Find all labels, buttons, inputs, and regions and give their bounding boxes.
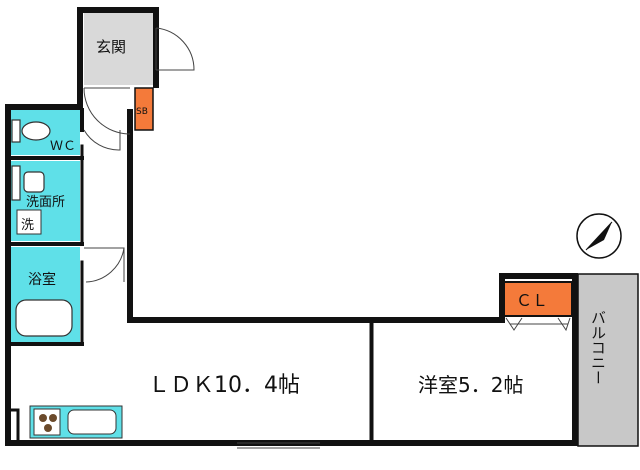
balcony-floor	[577, 273, 639, 447]
washer-label: 洗	[21, 218, 34, 233]
shoe-box-label: SB	[136, 107, 148, 117]
bath-label: 浴室	[28, 271, 56, 288]
ldk-label: ＬＤＫ10．4帖	[148, 373, 300, 398]
sink-icon	[67, 409, 117, 435]
toilet-label: ＷＣ	[50, 139, 76, 154]
washroom-label: 洗面所	[26, 195, 65, 210]
balcony-label: バルコニー	[589, 310, 607, 385]
closet-label: ＣＬ	[516, 291, 548, 310]
western-room-label: 洋室5．2帖	[418, 373, 523, 397]
entrance-floor	[84, 13, 154, 85]
compass-north-icon	[576, 213, 622, 259]
toilet-icon	[11, 119, 51, 143]
washbasin-icon	[11, 165, 45, 201]
entrance-label: 玄関	[96, 38, 126, 56]
washer-box	[16, 209, 42, 235]
shoe-box	[134, 87, 154, 131]
bathtub-icon	[15, 299, 73, 337]
stove-burner-icon	[33, 408, 61, 436]
doors	[83, 27, 571, 449]
